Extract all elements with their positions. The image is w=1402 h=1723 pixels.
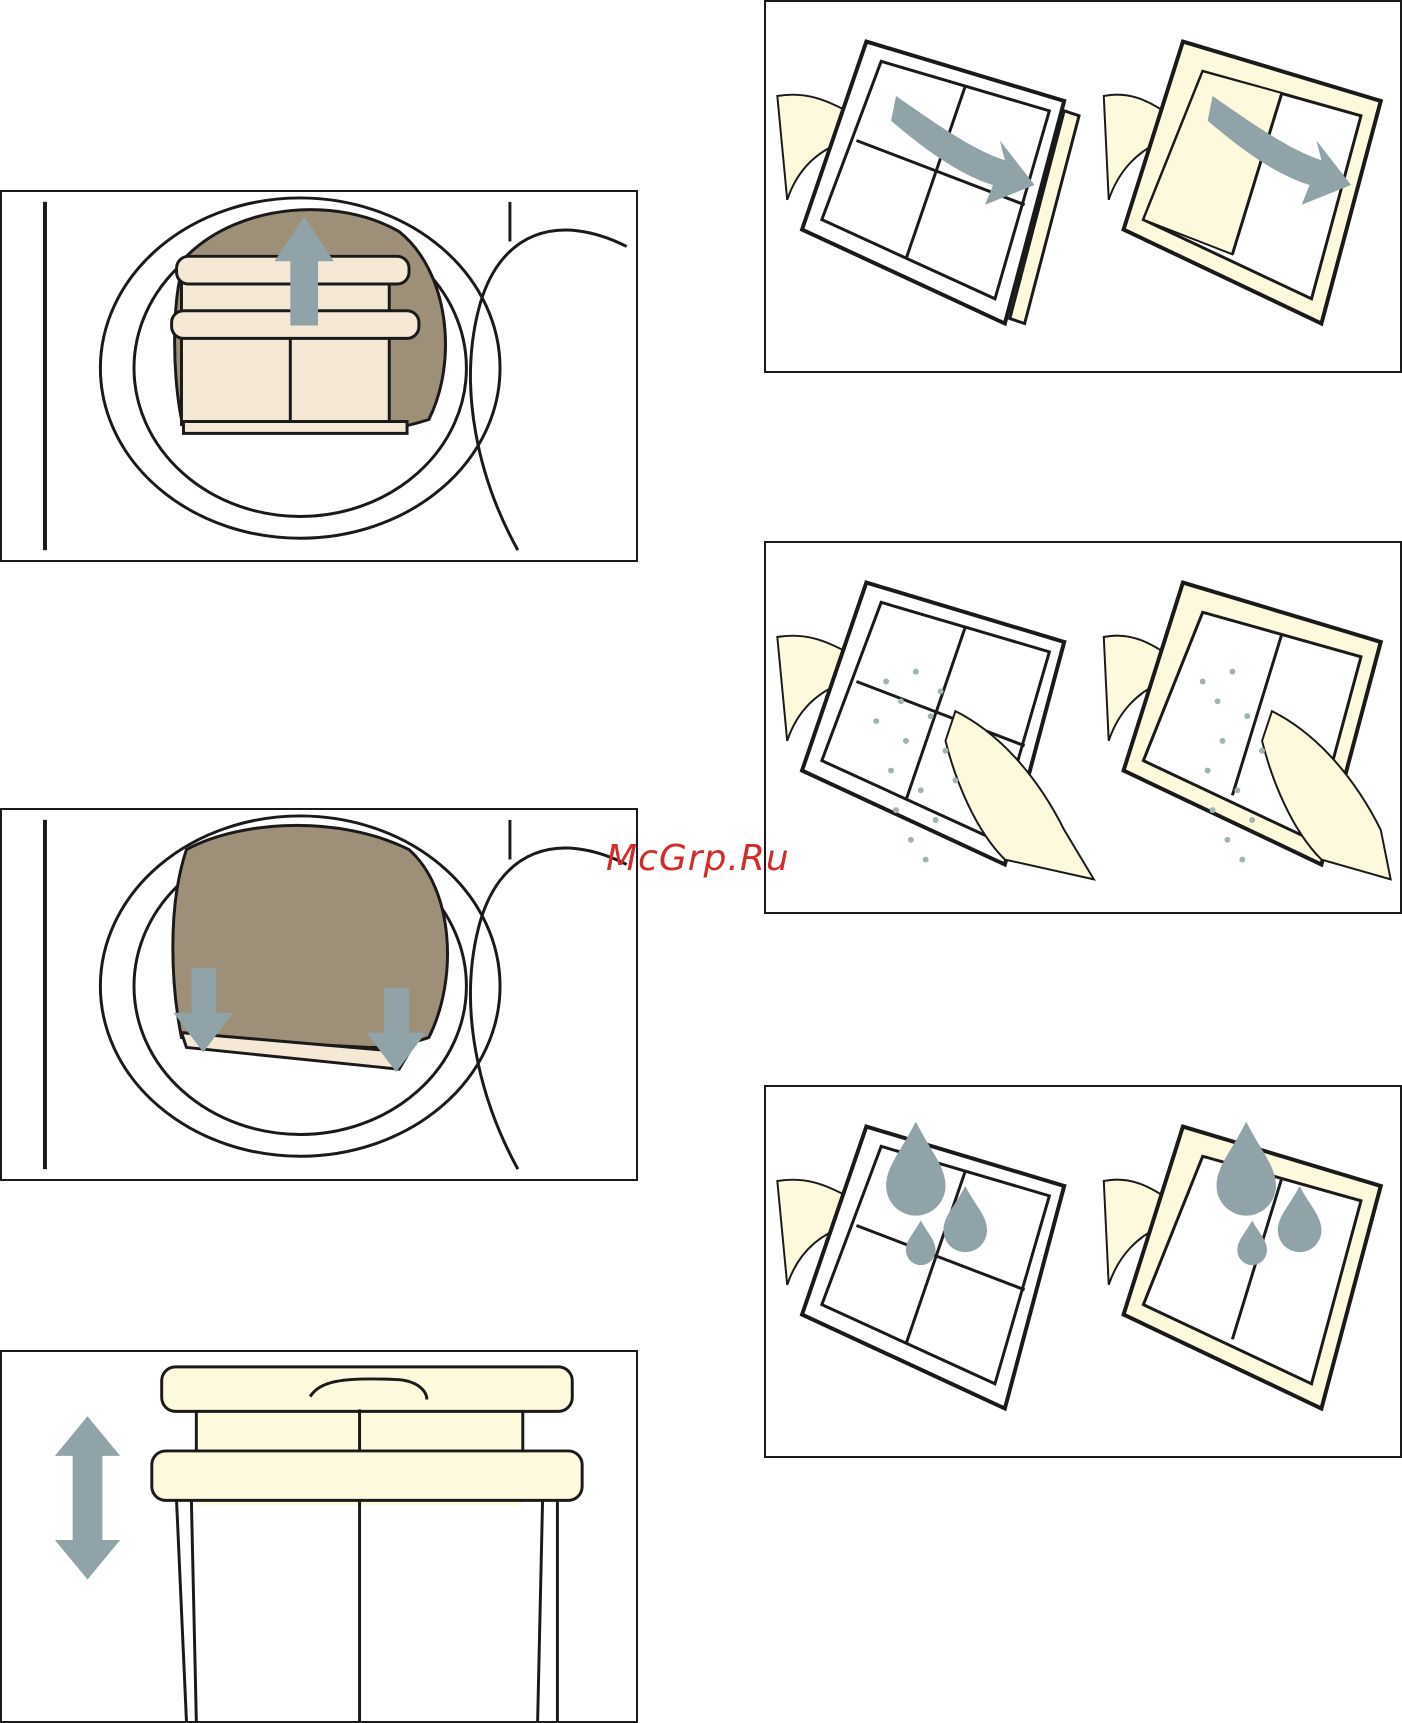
water-drop-icon xyxy=(1217,1122,1276,1216)
watermark: McGrp.Ru xyxy=(606,838,790,879)
panel-clean-lint xyxy=(764,541,1402,914)
panel-remove-filter xyxy=(0,190,638,562)
panel-rinse-filter xyxy=(764,1085,1402,1458)
rinse-filter-illustration xyxy=(766,1087,1400,1456)
panel-filter-seat xyxy=(0,808,638,1181)
open-filter-illustration xyxy=(766,2,1400,371)
panel-open-filter xyxy=(764,0,1402,373)
clean-lint-illustration xyxy=(766,543,1400,912)
remove-filter-illustration xyxy=(2,192,636,560)
filter-seat-illustration xyxy=(2,810,636,1179)
double-arrow-icon xyxy=(55,1416,120,1579)
refit-filter-illustration xyxy=(2,1352,636,1721)
panel-refit-filter xyxy=(0,1350,638,1723)
